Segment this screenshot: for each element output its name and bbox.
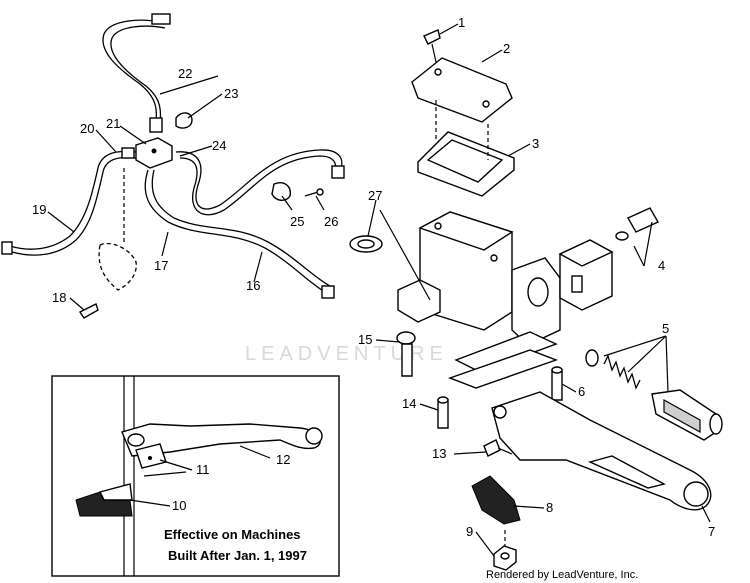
callout-8: 8 [546, 500, 553, 515]
callout-labels: 1 2 3 4 5 6 7 8 9 10 11 12 13 14 15 16 1… [32, 15, 715, 539]
callout-20: 20 [80, 121, 94, 136]
inset-detail [51, 375, 340, 577]
callout-10: 10 [172, 498, 186, 513]
brake-lines-assembly [1, 13, 345, 319]
callout-2: 2 [503, 41, 510, 56]
callout-17: 17 [154, 258, 168, 273]
callout-11: 11 [196, 462, 210, 477]
callout-7: 7 [708, 524, 715, 539]
callout-4: 4 [658, 258, 665, 273]
callout-14: 14 [402, 396, 416, 411]
callout-9: 9 [466, 524, 473, 539]
callout-6: 6 [578, 384, 585, 399]
callout-16: 16 [246, 278, 260, 293]
callout-12: 12 [276, 452, 290, 467]
callout-22: 22 [178, 66, 192, 81]
callout-24: 24 [212, 138, 226, 153]
callout-5: 5 [662, 321, 669, 336]
inset-note-line2: Built After Jan. 1, 1997 [168, 548, 307, 563]
watermark-text: LEADVENTURE [245, 343, 448, 365]
callout-19: 19 [32, 202, 46, 217]
callout-21: 21 [106, 116, 120, 131]
callout-3: 3 [532, 136, 539, 151]
credit-text: Rendered by LeadVenture, Inc. [486, 569, 638, 581]
leader-lines [47, 23, 711, 557]
callout-25: 25 [290, 214, 304, 229]
callout-15: 15 [358, 332, 372, 347]
callout-18: 18 [52, 290, 66, 305]
callout-26: 26 [324, 214, 338, 229]
master-cylinder-assembly [349, 29, 723, 571]
callout-23: 23 [224, 86, 238, 101]
inset-note-line1: Effective on Machines [164, 527, 301, 542]
callout-13: 13 [432, 446, 446, 461]
callout-1: 1 [458, 15, 465, 30]
callout-27: 27 [368, 188, 382, 203]
